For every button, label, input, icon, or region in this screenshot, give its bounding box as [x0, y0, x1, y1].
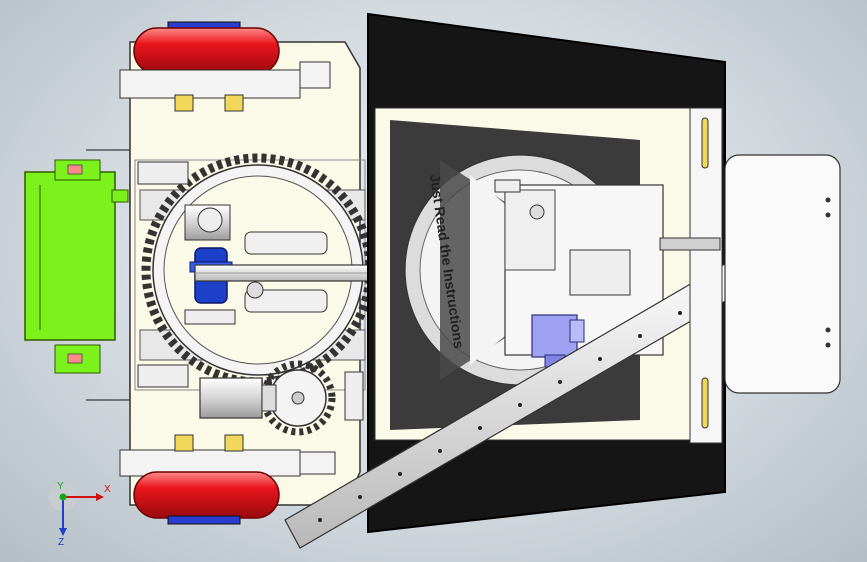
- coordinate-triad-icon: X Y Z: [49, 481, 111, 548]
- front-scoop: [724, 154, 841, 394]
- triad-x-label: X: [104, 484, 111, 495]
- servo-motor: [531, 314, 585, 368]
- side-rail: [659, 107, 723, 444]
- triad-y-label: Y: [57, 481, 64, 492]
- triad-z-label: Z: [58, 537, 64, 548]
- wheel-top: [119, 21, 331, 185]
- gear-motor: [199, 371, 364, 421]
- wheel-bottom: [119, 364, 336, 525]
- battery-pack: [24, 149, 131, 401]
